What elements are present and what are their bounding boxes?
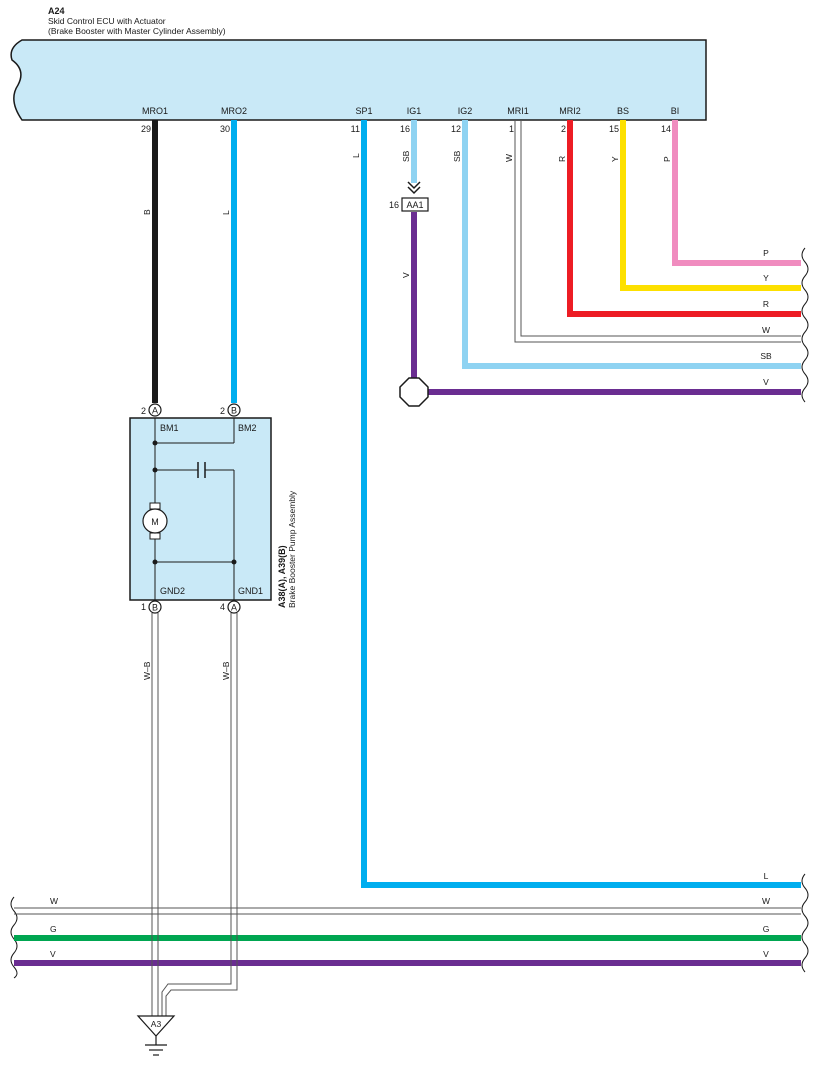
label-wire-wb-gnd2: W–B: [142, 661, 152, 680]
label-wire-l-mro2: L: [221, 210, 231, 215]
pump-terminal-b-bottom: [148, 600, 162, 614]
pump-name: Brake Booster Pump Assembly: [287, 490, 297, 608]
connector-aa1: AA1 16: [389, 181, 429, 212]
pump-codes: A38(A), A39(B): [277, 545, 287, 608]
pump-terminal-a-top: [148, 403, 162, 417]
ecu-pin-11: 11: [351, 124, 360, 134]
right-wire-label-w: W: [762, 325, 770, 335]
wire-break-right-lower: [801, 873, 809, 973]
right-wire-label-sb: SB: [760, 351, 772, 361]
bus-left-label-g: G: [50, 924, 57, 934]
motor-icon: M: [142, 502, 168, 540]
label-wire-v-aa1: V: [401, 272, 411, 278]
pump-pin-bottom-b-conn: B: [152, 603, 158, 613]
ecu-terminal-ig2: IG2: [458, 106, 473, 116]
label-wire-b: B: [142, 209, 152, 215]
pump-pin-top-a-conn: A: [152, 406, 158, 416]
ground-label: A3: [151, 1019, 162, 1029]
ecu-terminal-mri1: MRI1: [507, 106, 529, 116]
wire-ig2-skyblue: [462, 120, 801, 369]
pump-pin-bottom-a-conn: A: [231, 603, 237, 613]
wire-bi-pink: [672, 120, 801, 266]
ground-triangle: [136, 1015, 176, 1037]
pump-terminal-a-bottom: [227, 600, 241, 614]
label-wire-r: R: [557, 156, 567, 162]
label-wire-sb-ig2: SB: [452, 150, 462, 162]
pump-pin-bottom-a-num: 4: [220, 602, 225, 612]
ecu-terminal-sp1: SP1: [355, 106, 372, 116]
ecu-name: Skid Control ECU with Actuator: [48, 16, 166, 26]
wire-sp1-blue: [361, 120, 801, 888]
ecu-box: [10, 39, 707, 121]
ecu-pin-16: 16: [400, 124, 410, 134]
pump-pin-top-a-num: 2: [141, 406, 146, 416]
ecu-pin-29: 29: [141, 124, 151, 134]
ecu-pin-12: 12: [451, 124, 461, 134]
ground-wires-wb: [151, 613, 238, 1016]
ecu-terminal-bi: BI: [671, 106, 680, 116]
wire-mri2-red: [567, 120, 801, 317]
right-wire-label-r: R: [763, 299, 769, 309]
ecu-subname: (Brake Booster with Master Cylinder Asse…: [48, 26, 226, 36]
ecu-pin-2: 2: [561, 124, 566, 134]
aa1-box: [401, 197, 429, 212]
ecu-terminal-mri2: MRI2: [559, 106, 581, 116]
right-wire-label-l: L: [764, 871, 769, 881]
wire-mri1-white-a: [514, 120, 801, 343]
bus-right-label-v: V: [763, 949, 769, 959]
ground-a3: A3: [136, 1015, 176, 1056]
right-wire-label-v: V: [763, 377, 769, 387]
motor-label: M: [151, 517, 159, 527]
bus-right-label-g: G: [763, 924, 770, 934]
ecu-terminal-mro2: MRO2: [221, 106, 247, 116]
wire-bs-yellow: [620, 120, 801, 291]
pump-pin-bottom-b-num: 1: [141, 602, 146, 612]
junction-dot: [231, 559, 237, 565]
pump-internal-circuit: [154, 418, 235, 600]
ecu-code: A24: [48, 6, 65, 16]
ecu-terminal-ig1: IG1: [407, 106, 422, 116]
bus-right-label-w: W: [762, 896, 770, 906]
aa1-label: AA1: [406, 200, 423, 210]
pump-label-gnd2: GND2: [160, 586, 185, 596]
aa1-pin: 16: [389, 200, 399, 210]
pump-pin-top-b-num: 2: [220, 406, 225, 416]
right-wire-label-p: P: [763, 248, 769, 258]
junction-dot: [152, 467, 158, 473]
right-wire-label-y: Y: [763, 273, 769, 283]
label-wire-y: Y: [610, 156, 620, 162]
pump-pin-top-b-conn: B: [231, 406, 237, 416]
pump-label-gnd1: GND1: [238, 586, 263, 596]
inline-connector-icon: [407, 181, 421, 195]
bus-left-label-w: W: [50, 896, 58, 906]
wire-mri1-white-b: [520, 120, 801, 337]
ecu-pin-14: 14: [661, 124, 671, 134]
ecu-pin-15: 15: [609, 124, 619, 134]
label-wire-l-sp1: L: [351, 153, 361, 158]
label-wire-p: P: [662, 156, 672, 162]
junction-dot: [152, 559, 158, 565]
junction-octagon-icon: [399, 377, 429, 407]
pump-label-bm2: BM2: [238, 423, 257, 433]
ecu-terminal-mro1: MRO1: [142, 106, 168, 116]
ecu-pin-1: 1: [509, 124, 514, 134]
ecu-terminal-bs: BS: [617, 106, 629, 116]
wire-break-right-upper: [801, 247, 809, 403]
pump-label-bm1: BM1: [160, 423, 179, 433]
label-wire-sb-ig1: SB: [401, 150, 411, 162]
label-wire-w: W: [504, 154, 514, 162]
ecu-pin-30: 30: [220, 124, 230, 134]
pump-terminal-b-top: [227, 403, 241, 417]
ground-icon: [145, 1036, 167, 1056]
bus-left-label-v: V: [50, 949, 56, 959]
junction-dot: [152, 440, 158, 446]
label-wire-wb-gnd1: W–B: [221, 661, 231, 680]
capacitor-icon: [197, 462, 206, 478]
